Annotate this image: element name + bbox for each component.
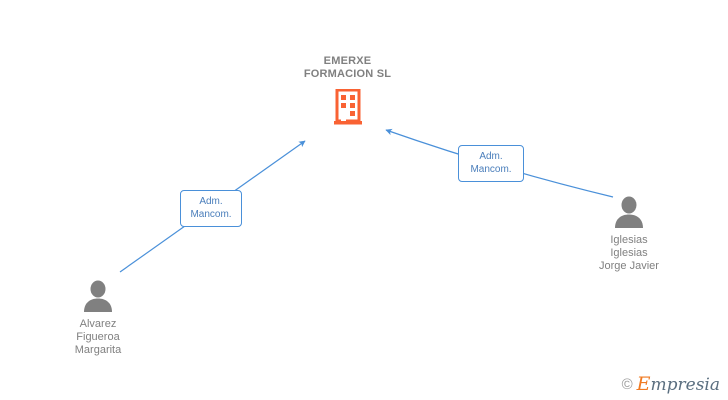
company-title: EMERXE FORMACION SL: [303, 55, 392, 80]
relation-label-alvarez[interactable]: Adm. Mancom.: [180, 190, 242, 227]
person-icon: [612, 196, 646, 228]
person-name: Iglesias Iglesias Jorge Javier: [599, 234, 659, 272]
brand-logo: Empresia: [637, 375, 720, 394]
brand-rest: mpresia: [650, 375, 721, 395]
person-name: Alvarez Figueroa Margarita: [74, 318, 122, 356]
building-icon: [333, 88, 363, 125]
watermark: © Empresia: [622, 375, 720, 394]
person-node-iglesias-iglesias-jorge-javier[interactable]: Iglesias Iglesias Jorge Javier: [559, 196, 699, 273]
copyright-icon: ©: [621, 376, 633, 393]
person-node-alvarez-figueroa-margarita[interactable]: Alvarez Figueroa Margarita: [28, 280, 168, 357]
person-icon: [81, 280, 115, 312]
company-node[interactable]: EMERXE FORMACION SL: [265, 55, 430, 125]
relation-label-iglesias[interactable]: Adm. Mancom.: [458, 145, 524, 182]
brand-initial: E: [636, 373, 651, 395]
